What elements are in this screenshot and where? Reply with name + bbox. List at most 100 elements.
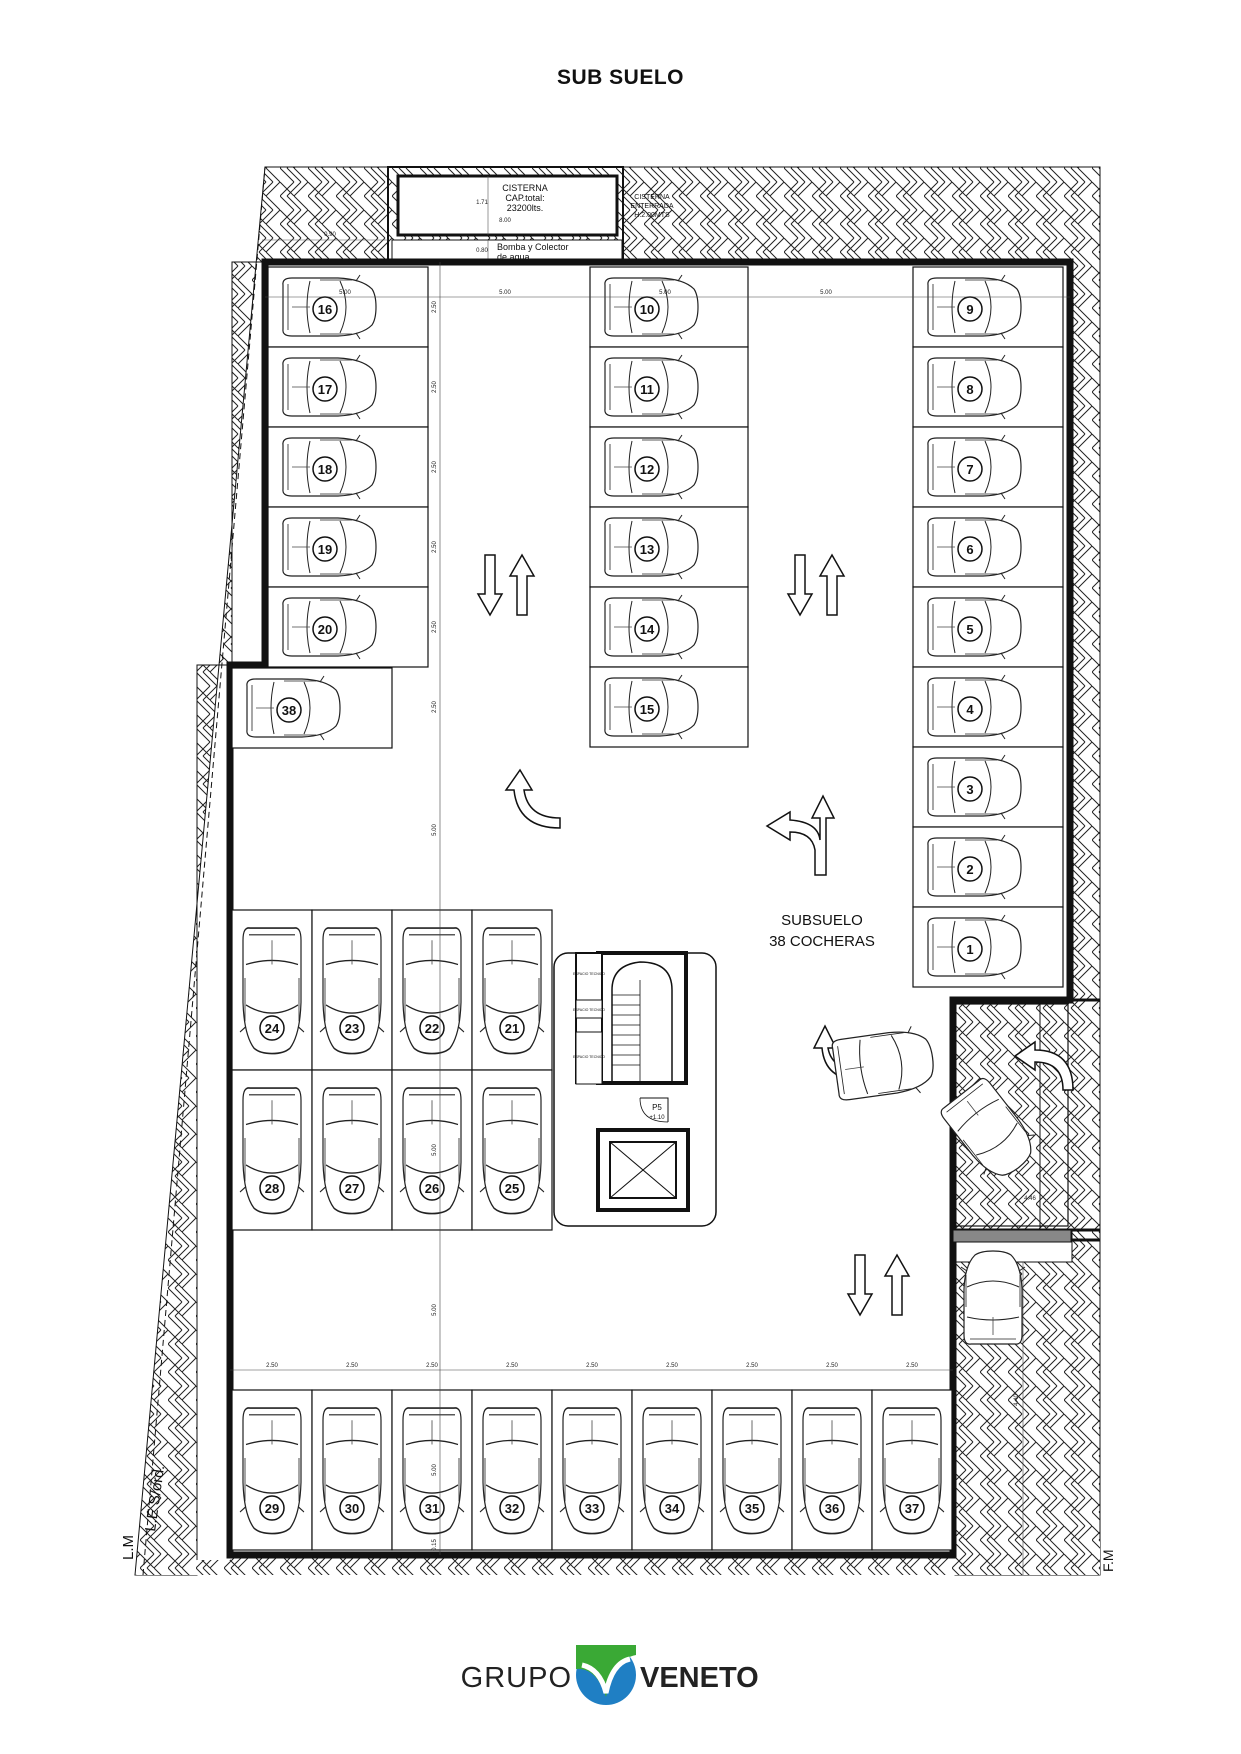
parking-space-37: 37 [871,1389,953,1551]
dim-cisterna-h: 1.71 [476,200,488,206]
space-number-badge [634,536,660,562]
cisterna [387,166,624,263]
dim-bay-depth-vertical: 5.00 [432,1464,438,1476]
space-number: 16 [318,302,332,317]
parking-space-28: 28 [231,1069,313,1231]
dim-ramp: 4.46 [1024,1196,1036,1202]
space-number: 37 [905,1501,919,1516]
space-number: 12 [640,462,654,477]
dim-bottom: 0.15 [432,1539,438,1551]
parking-space-12: 12 [589,426,749,508]
parking-space-29: 29 [231,1389,313,1551]
space-number-badge [339,1495,365,1521]
space-number: 14 [640,622,655,637]
dim-bay-depth-vertical: 5.00 [432,1144,438,1156]
parking-space-36: 36 [791,1389,873,1551]
subsuelo-count: 38 COCHERAS [769,933,875,950]
space-number: 26 [425,1181,439,1196]
page-title: SUB SUELO [556,66,684,89]
lm-label: L.M [120,1535,137,1560]
parking-space-2: 2 [912,826,1064,908]
dim-bay-width-vertical: 2.50 [432,461,438,473]
space-number-badge [419,1495,445,1521]
parking-space-9: 9 [912,266,1064,348]
stair-level-sub: +1.10 [649,1115,665,1121]
space-number-badge [819,1495,845,1521]
brand-mark-icon [576,1645,636,1705]
dim-bay-width-vertical: 2.50 [432,541,438,553]
cisterna-label-3: 23200lts. [507,203,544,213]
space-number: 15 [640,702,654,717]
space-number: 5 [966,622,973,637]
space-number-badge [634,376,660,402]
dim-bay-depth-left: 5.00 [339,290,351,296]
space-number: 31 [425,1501,439,1516]
space-number-badge [312,376,338,402]
space-number-badge [899,1495,925,1521]
brand-left: GRUPO [461,1662,572,1694]
space-number-badge [259,1495,285,1521]
parking-space-34: 34 [631,1389,713,1551]
parking-space-31: 31 [391,1389,473,1551]
dim-bay-width-vertical: 2.50 [432,381,438,393]
space-number-badge [957,776,983,802]
dim-bay-width: 2.50 [666,1363,678,1369]
parking-space-22: 22 [391,909,473,1071]
technical-space-1: ESPACIO TECNICO [573,972,605,976]
space-number-badge [957,456,983,482]
parking-space-23: 23 [311,909,393,1071]
space-number: 19 [318,542,332,557]
dim-bay-width-vertical: 2.50 [432,701,438,713]
space-number: 17 [318,382,332,397]
bomba-label-2: de agua. [497,252,532,262]
dim-aisle-left: 5.00 [499,290,511,296]
space-number: 21 [505,1021,519,1036]
parking-space-26: 26 [391,1069,473,1231]
parking-space-32: 32 [471,1389,553,1551]
parking-space-33: 33 [551,1389,633,1551]
space-number: 10 [640,302,654,317]
parking-space-21: 21 [471,909,553,1071]
space-number: 11 [640,382,654,397]
space-number: 13 [640,542,654,557]
dim-cisterna-w: 8.00 [499,218,511,224]
stair-level: P5 [652,1103,662,1112]
cisterna-label-1: CISTERNA [502,183,548,193]
space-number: 29 [265,1501,279,1516]
technical-space-3: ESPACIO TECNICO [573,1055,605,1059]
parking-space-11: 11 [589,346,749,428]
parking-space-27: 27 [311,1069,393,1231]
dim-bay-depth-mid: 5.00 [659,290,671,296]
space-number: 1 [966,942,973,957]
cisterna-label-2: CAP.total: [505,193,544,203]
dim-bay-width: 2.50 [746,1363,758,1369]
parking-space-30: 30 [311,1389,393,1551]
space-number-badge [634,696,660,722]
space-number-badge [659,1495,685,1521]
brand-right: VENETO [640,1662,759,1694]
space-number-badge [312,536,338,562]
space-number-badge [312,616,338,642]
dim-bay-width: 2.50 [826,1363,838,1369]
space-number-badge [957,696,983,722]
space-number: 24 [265,1021,280,1036]
space-number-badge [579,1495,605,1521]
parking-space-6: 6 [912,506,1064,588]
dim-bay-width-vertical: 2.50 [432,301,438,313]
space-number-badge [499,1495,525,1521]
space-number: 4 [966,702,974,717]
dim-bomba-h: 0.80 [476,248,488,254]
dim-bay-width: 2.50 [586,1363,598,1369]
dim-bay-width: 2.50 [906,1363,918,1369]
space-number-badge [499,1015,525,1041]
dim-bay-depth-vertical: 5.00 [432,824,438,836]
parking-space-10: 10 [589,266,749,348]
parking-space-1: 1 [912,906,1064,988]
space-number: 25 [505,1181,519,1196]
parking-space-4: 4 [912,666,1064,748]
space-number: 18 [318,462,332,477]
space-number-badge [259,1015,285,1041]
technical-space-2: ESPACIO TECNICO [573,1008,605,1012]
